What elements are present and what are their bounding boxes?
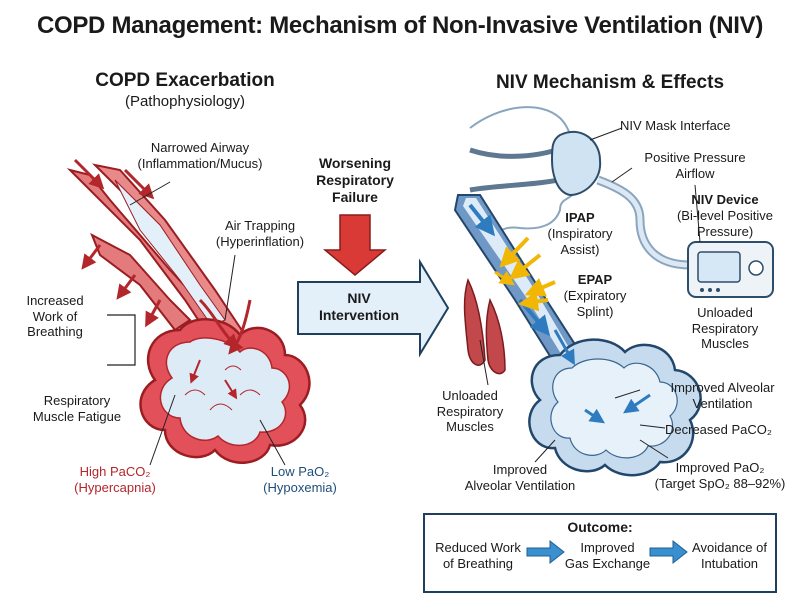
label-muscle-fatigue: Respiratory Muscle Fatigue bbox=[32, 393, 122, 424]
left-subheading: (Pathophysiology) bbox=[124, 93, 246, 110]
label-air-trapping-sub: (Hyperinflation) bbox=[215, 234, 305, 249]
niv-illustration bbox=[453, 106, 774, 477]
label-hypercapnia: (Hypercapnia) bbox=[74, 480, 156, 495]
outcome-heading: Outcome: bbox=[567, 519, 633, 535]
outcome-improved-gas-exchange: Improved Gas Exchange bbox=[564, 540, 651, 571]
label-work-of-breathing: Increased Work of Breathing bbox=[26, 293, 84, 340]
label-unloaded-muscles-right: Unloaded Respiratory Muscles bbox=[691, 305, 759, 352]
transition-arrows bbox=[297, 214, 450, 358]
outcome-avoidance-intubation: Avoidance of Intubation bbox=[692, 540, 767, 571]
label-niv-device-sub: (Bi-level Positive Pressure) bbox=[676, 208, 774, 239]
label-low-pao2: Low PaO₂ bbox=[270, 464, 330, 479]
copd-airway-illustration bbox=[66, 158, 311, 466]
outcome-reduced-work: Reduced Work of Breathing bbox=[435, 540, 521, 571]
outcome-box-graphics bbox=[423, 513, 777, 593]
label-high-paco2: High PaCO₂ bbox=[79, 464, 151, 479]
label-niv-device: NIV Device bbox=[691, 192, 759, 207]
label-target-spo2: (Target SpO₂ 88–92%) bbox=[654, 476, 786, 491]
label-hypoxemia: (Hypoxemia) bbox=[263, 480, 337, 495]
label-narrowed-airway-sub: (Inflammation/Mucus) bbox=[137, 156, 263, 171]
label-ipap: IPAP bbox=[565, 210, 595, 225]
label-worsening-failure: Worsening Respiratory Failure bbox=[316, 155, 394, 205]
right-heading: NIV Mechanism & Effects bbox=[495, 72, 725, 93]
label-mask-interface: NIV Mask Interface bbox=[620, 118, 731, 133]
label-improved-pao2: Improved PaO₂ bbox=[675, 460, 765, 475]
label-narrowed-airway: Narrowed Airway bbox=[150, 140, 250, 155]
label-ipap-sub: (Inspiratory Assist) bbox=[547, 226, 613, 257]
left-heading: COPD Exacerbation bbox=[95, 70, 275, 91]
label-improved-alveolar-right: Improved Alveolar Ventilation bbox=[670, 380, 775, 411]
label-epap-sub: (Expiratory Splint) bbox=[563, 288, 627, 319]
label-air-trapping: Air Trapping bbox=[224, 218, 296, 233]
page-title: COPD Management: Mechanism of Non-Invasi… bbox=[36, 12, 764, 39]
label-epap: EPAP bbox=[577, 272, 613, 287]
label-unloaded-muscles-left: Unloaded Respiratory Muscles bbox=[436, 388, 504, 435]
label-decreased-paco2: Decreased PaCO₂ bbox=[665, 422, 772, 437]
label-positive-pressure: Positive Pressure Airflow bbox=[644, 150, 746, 181]
label-niv-intervention: NIV Intervention bbox=[318, 290, 400, 323]
label-improved-alveolar-bottom: Improved Alveolar Ventilation bbox=[464, 462, 576, 493]
